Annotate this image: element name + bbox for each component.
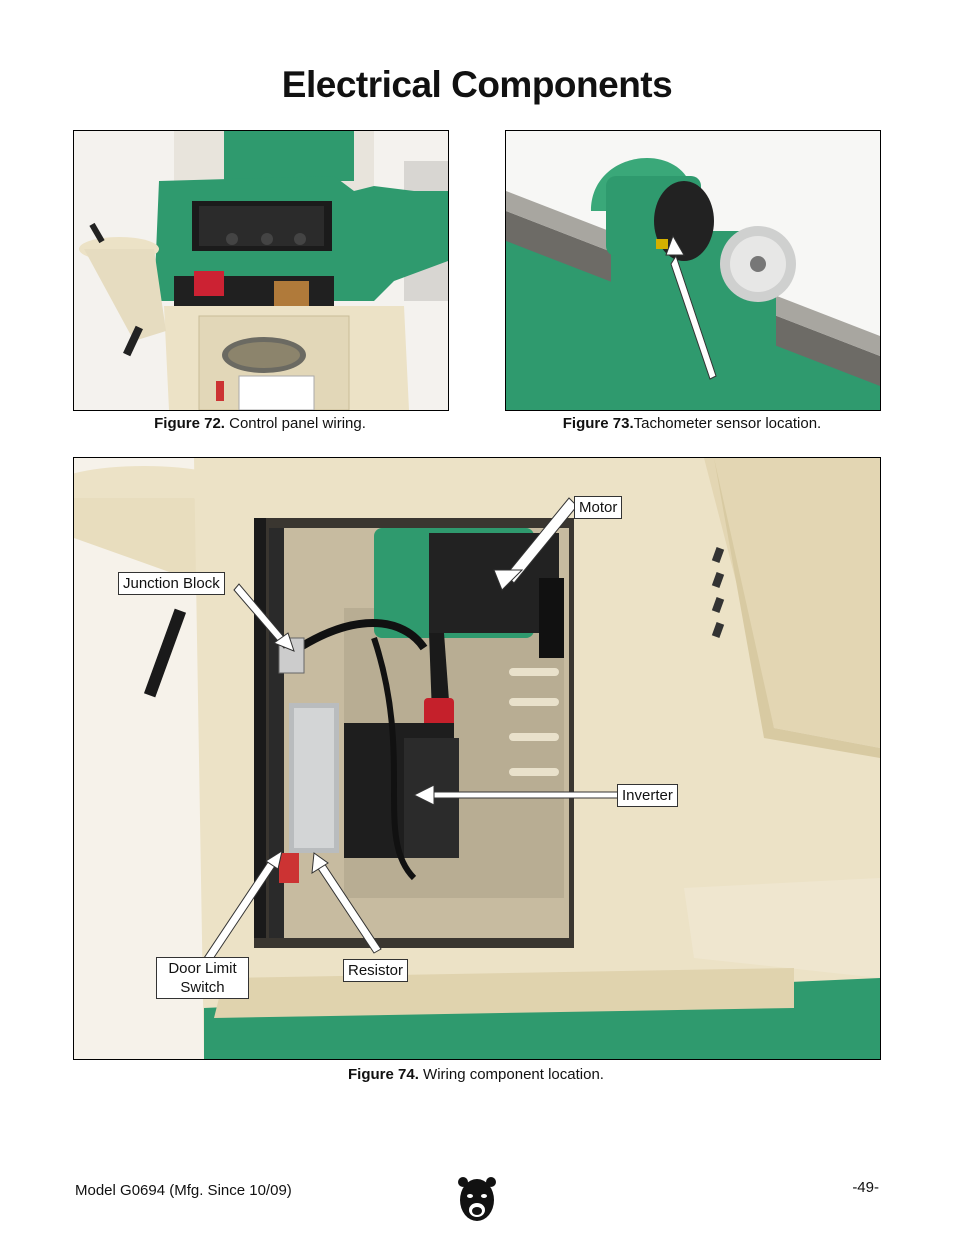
figure-72-caption: Figure 72. Control panel wiring. [154,415,366,432]
page-title: Electrical Components [281,64,673,105]
callout-junction-block: Junction Block [118,572,225,595]
callout-door-limit-line1: Door Limit [168,960,237,977]
callout-door-limit-switch: Door Limit Switch [156,957,249,999]
grizzly-bear-logo-icon [457,1176,497,1229]
figure-72-photo [73,130,449,411]
callout-inverter: Inverter [617,784,678,807]
figure-74-photo [73,457,881,1060]
footer-model: Model G0694 (Mfg. Since 10/09) [75,1182,292,1199]
callout-door-limit-line2: Switch [180,979,225,996]
figure-73-caption: Figure 73.Tachometer sensor location. [562,415,822,432]
figure-74-caption: Figure 74. Wiring component location. [348,1066,604,1083]
footer-page-number: -49- [852,1179,879,1196]
callout-resistor: Resistor [343,959,409,982]
figure-73-photo [505,130,881,411]
callout-motor: Motor [574,496,623,519]
